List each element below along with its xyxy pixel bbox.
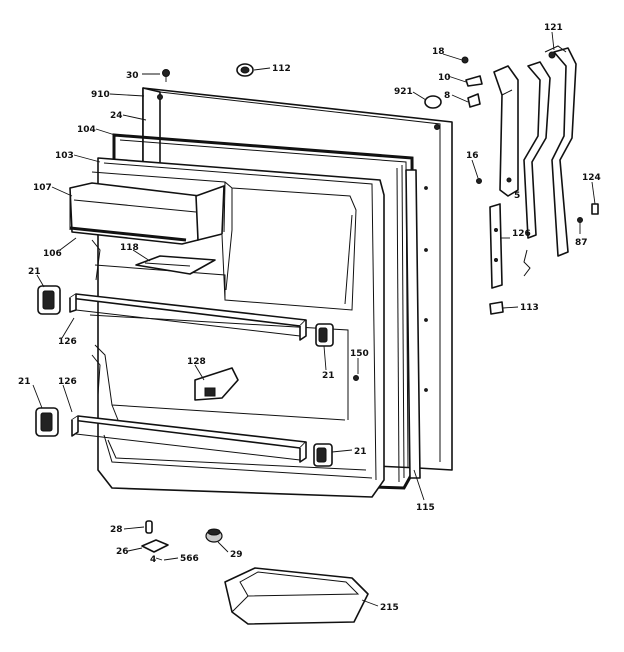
callout-910: 910: [91, 90, 110, 100]
shelf-bar-upper: [69, 293, 307, 341]
screw-16: [476, 178, 482, 184]
shelf-bar-lower: [71, 415, 307, 463]
dairy-compartment-door: [69, 182, 225, 245]
callout-87: 87: [575, 238, 588, 248]
spring-126: [523, 249, 531, 277]
callout-106: 106: [43, 249, 62, 259]
screw-4: [155, 557, 163, 561]
callout-10: 10: [438, 73, 451, 83]
callout-566: 566: [180, 554, 199, 564]
callout-29: 29: [230, 550, 243, 560]
callout-24: 24: [110, 111, 123, 121]
callout-115: 115: [416, 503, 435, 513]
callout-107: 107: [33, 183, 52, 193]
screw-30: [162, 69, 170, 82]
callout-30: 30: [126, 71, 139, 81]
callout-5: 5: [514, 191, 520, 201]
callout-8: 8: [444, 91, 450, 101]
shelf-bracket-right-upper: [315, 323, 334, 347]
shelf-bracket-left-upper: [37, 285, 61, 315]
hinge-bracket-5: [493, 65, 519, 197]
callout-26: 26: [116, 547, 129, 557]
door-handle-121: [523, 45, 577, 257]
callout-labels: 30 112 910 24 104 103 107 106 118 21 126…: [18, 23, 601, 613]
door-stop-part: [194, 367, 239, 401]
screw: [353, 375, 359, 381]
callout-126-b: 126: [58, 377, 77, 387]
cap-113: [489, 301, 504, 315]
clip-124: [591, 203, 599, 215]
bracket-26: [141, 539, 169, 553]
callout-150: 150: [350, 349, 369, 359]
callout-21-d: 21: [354, 447, 367, 457]
plug-29: [205, 528, 223, 543]
plug-button-112: [236, 63, 254, 77]
handle-mount-126: [489, 203, 503, 289]
plug-921: [424, 95, 442, 109]
door-bin-215: [224, 567, 369, 625]
pin-28: [145, 520, 153, 534]
callout-18: 18: [432, 47, 445, 57]
callout-121: 121: [544, 23, 563, 33]
leader-lines: [32, 31, 596, 607]
callout-124: 124: [582, 173, 601, 183]
callout-113: 113: [520, 303, 539, 313]
callout-28: 28: [110, 525, 123, 535]
hinge-pin-10: [465, 75, 483, 87]
callout-103: 103: [55, 151, 74, 161]
callout-16: 16: [466, 151, 479, 161]
callout-21-c: 21: [322, 371, 335, 381]
callout-118: 118: [120, 243, 139, 253]
callout-126-a: 126: [58, 337, 77, 347]
callout-921: 921: [394, 87, 413, 97]
door-trim-strip: [405, 169, 421, 479]
shelf-bracket-left-lower: [35, 407, 59, 437]
callout-112: 112: [272, 64, 291, 74]
callout-4: 4: [150, 555, 156, 565]
egg-tray: [135, 255, 216, 275]
hinge-screw-18: [461, 56, 469, 64]
hinge-bushing-8: [467, 93, 481, 108]
callout-104: 104: [77, 125, 96, 135]
callout-21-b: 21: [18, 377, 31, 387]
callout-126-c: 126: [512, 229, 531, 239]
shelf-bracket-right-lower: [313, 443, 333, 467]
screw-87: [577, 217, 583, 223]
callout-21-a: 21: [28, 267, 41, 277]
callout-215: 215: [380, 603, 399, 613]
callout-128: 128: [187, 357, 206, 367]
